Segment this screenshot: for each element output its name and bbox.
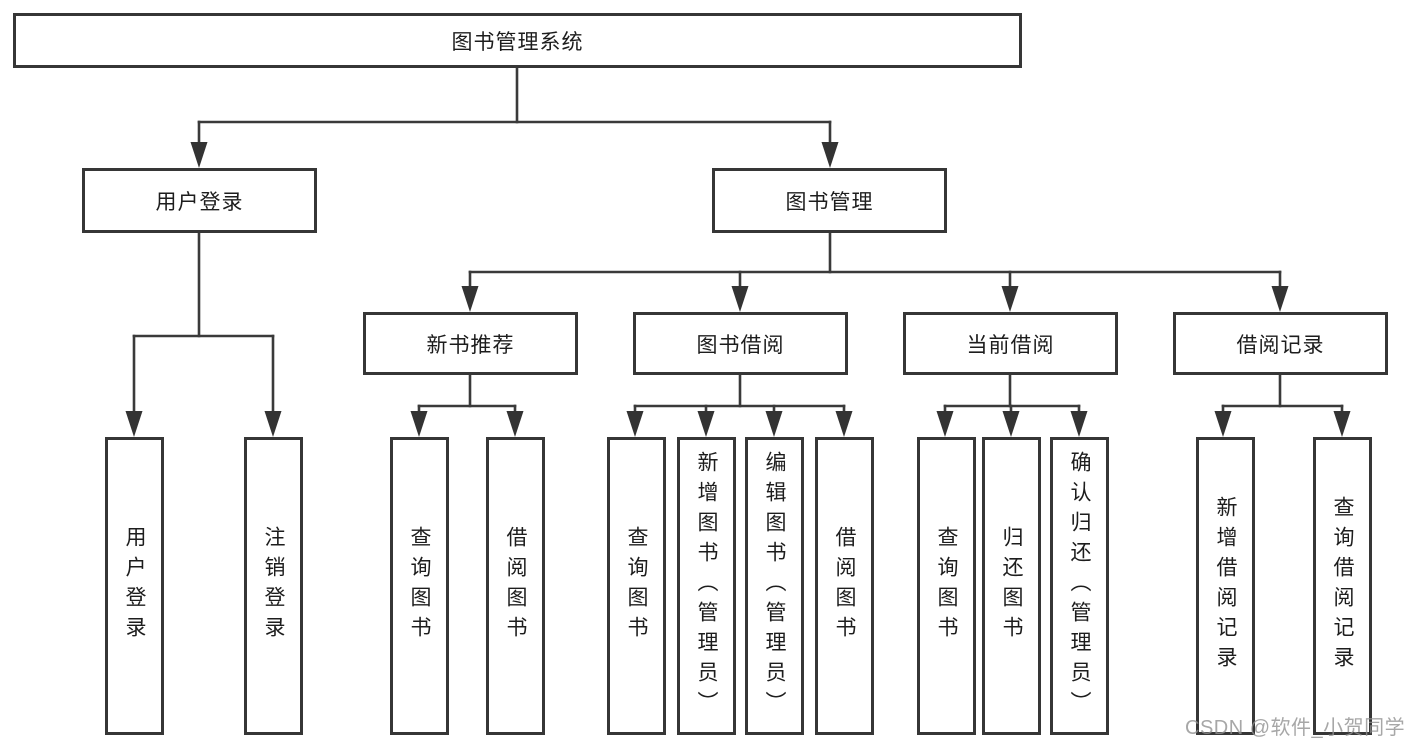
arrow-down-icon <box>835 411 853 437</box>
leaf-borrow-books-borrow: 借阅图书 <box>815 437 874 735</box>
node-label: 图书管理系统 <box>451 30 584 54</box>
node-label: 图书借阅 <box>696 333 785 357</box>
node-label: 用户登录 <box>123 526 146 646</box>
node-label: 查询图书 <box>625 526 648 646</box>
connector-user-login-to-children <box>125 231 282 437</box>
arrow-down-icon <box>1001 286 1019 312</box>
connector-current-borrow-to-children <box>936 373 1088 437</box>
leaf-query-books-current: 查询图书 <box>917 437 976 735</box>
node-label: 编辑图书（管理员） <box>763 451 786 721</box>
leaf-confirm-return-admin: 确认归还（管理员） <box>1050 437 1109 735</box>
connector-book-management-to-level3 <box>461 231 1289 312</box>
node-label: 新增图书（管理员） <box>695 451 718 721</box>
node-label: 查询图书 <box>408 526 431 646</box>
connector-new-book-recommend-to-children <box>410 373 524 437</box>
arrow-down-icon <box>1271 286 1289 312</box>
node-label: 查询借阅记录 <box>1331 496 1354 676</box>
arrow-down-icon <box>1333 411 1351 437</box>
node-label: 用户登录 <box>155 190 244 214</box>
arrow-down-icon <box>697 411 715 437</box>
leaf-query-books-recommend: 查询图书 <box>390 437 449 735</box>
arrow-down-icon <box>506 411 524 437</box>
arrow-down-icon <box>1002 411 1020 437</box>
node-system-root: 图书管理系统 <box>13 13 1022 68</box>
leaf-logout-login: 注销登录 <box>244 437 303 735</box>
leaf-add-books-admin: 新增图书（管理员） <box>677 437 736 735</box>
node-label: 归还图书 <box>1000 526 1023 646</box>
node-user-login: 用户登录 <box>82 168 317 233</box>
arrow-down-icon <box>936 411 954 437</box>
node-label: 新增借阅记录 <box>1214 496 1237 676</box>
arrow-down-icon <box>461 286 479 312</box>
arrow-down-icon <box>731 286 749 312</box>
leaf-user-login: 用户登录 <box>105 437 164 735</box>
node-label: 查询图书 <box>935 526 958 646</box>
node-label: 图书管理 <box>785 190 874 214</box>
node-book-borrow: 图书借阅 <box>633 312 848 375</box>
leaf-query-borrow-record: 查询借阅记录 <box>1313 437 1372 735</box>
arrow-down-icon <box>125 411 143 437</box>
leaf-edit-books-admin: 编辑图书（管理员） <box>745 437 804 735</box>
leaf-query-books-borrow: 查询图书 <box>607 437 666 735</box>
connector-book-borrow-to-children <box>626 373 853 437</box>
leaf-add-borrow-record: 新增借阅记录 <box>1196 437 1255 735</box>
arrow-down-icon <box>410 411 428 437</box>
arrow-down-icon <box>765 411 783 437</box>
leaf-return-books: 归还图书 <box>982 437 1041 735</box>
node-current-borrow: 当前借阅 <box>903 312 1118 375</box>
connector-root-to-level2 <box>190 66 839 168</box>
node-label: 新书推荐 <box>426 333 515 357</box>
arrow-down-icon <box>1070 411 1088 437</box>
arrow-down-icon <box>264 411 282 437</box>
csdn-watermark: CSDN @软件_小贺同学 <box>1185 717 1405 739</box>
node-label: 借阅图书 <box>833 526 856 646</box>
node-new-book-recommend: 新书推荐 <box>363 312 578 375</box>
node-borrow-records: 借阅记录 <box>1173 312 1388 375</box>
connector-borrow-records-to-children <box>1214 373 1351 437</box>
leaf-borrow-books-recommend: 借阅图书 <box>486 437 545 735</box>
node-label: 借阅图书 <box>504 526 527 646</box>
arrow-down-icon <box>1214 411 1232 437</box>
node-label: 借阅记录 <box>1236 333 1325 357</box>
arrow-down-icon <box>626 411 644 437</box>
node-label: 确认归还（管理员） <box>1068 451 1091 721</box>
node-book-management: 图书管理 <box>712 168 947 233</box>
arrow-down-icon <box>821 142 839 168</box>
arrow-down-icon <box>190 142 208 168</box>
node-label: 注销登录 <box>262 526 285 646</box>
node-label: 当前借阅 <box>966 333 1055 357</box>
